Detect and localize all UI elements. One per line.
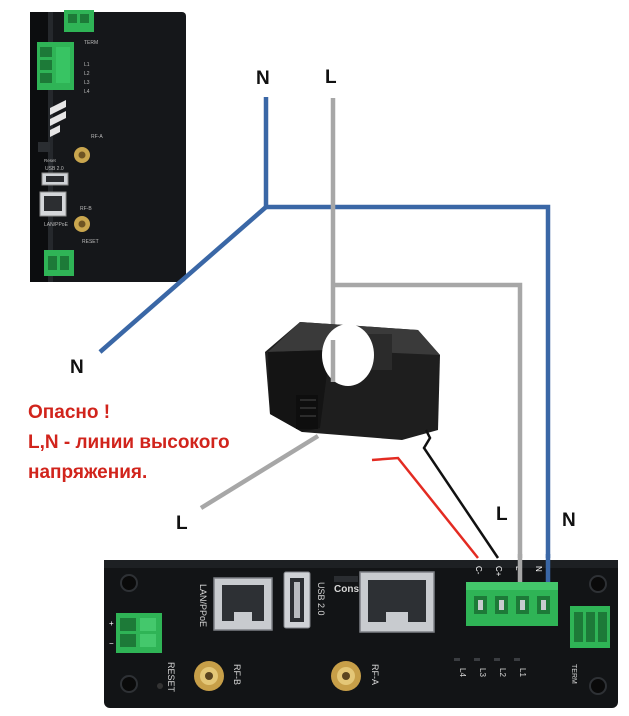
small-term-label: TERM	[84, 40, 98, 46]
wire-label-l-top: L	[325, 67, 337, 88]
screw-icon	[589, 677, 607, 695]
led-l1-label: L1	[518, 668, 527, 677]
small-usb-label: USB 2.0	[45, 166, 64, 172]
small-l2-label: L2	[84, 71, 90, 77]
term-label: TERM	[570, 664, 577, 684]
small-lan-label: LAN/PPoE	[44, 222, 69, 228]
terminal-n-label: N	[534, 566, 543, 572]
led-l4-indicator	[454, 658, 460, 661]
wire-label-l-right: L	[496, 504, 508, 525]
console-label: Conso	[334, 584, 365, 595]
high-voltage-warning: Опасно ! L,N - линии высокого напряжения…	[28, 398, 230, 488]
led-l3-label: L3	[478, 668, 487, 677]
small-reset-btn-label: Reset	[44, 158, 57, 163]
rf-b-label: RF-B	[232, 664, 242, 685]
small-rf-b-label: RF-B	[80, 206, 92, 212]
neutral-wire	[98, 97, 551, 558]
warning-line-1: Опасно !	[28, 402, 111, 423]
power-minus-label: −	[109, 639, 114, 648]
led-l4-label: L4	[458, 668, 467, 677]
small-l1-label: L1	[84, 62, 90, 68]
warning-line-3: напряжения.	[28, 462, 148, 483]
led-l2-label: L2	[498, 668, 507, 677]
main-gateway-device: + − RESET LAN/PPoE USB 2.0 Conso RF-B RF…	[104, 560, 618, 708]
small-rf-a-label: RF-A	[91, 134, 103, 140]
small-reset-label: RESET	[82, 239, 99, 245]
terminal-c-minus-label: C-	[474, 566, 483, 575]
usb-label: USB 2.0	[316, 582, 326, 616]
terminal-c-plus-label: C+	[494, 566, 503, 577]
screw-icon	[120, 675, 138, 693]
wire-label-n-right: N	[562, 510, 576, 531]
wire-label-l-left: L	[176, 513, 188, 534]
current-transformer-clamp	[265, 322, 440, 440]
power-plus-label: +	[109, 619, 114, 628]
led-l2-indicator	[494, 658, 500, 661]
small-gateway-device: TERM L1 L2 L3 L4 RF-A Reset USB 2.0 LAN/…	[30, 10, 186, 282]
led-l3-indicator	[474, 658, 480, 661]
warning-line-2: L,N - линии высокого	[28, 432, 230, 453]
brand-logo-icon	[50, 100, 66, 137]
ct-negative-lead	[422, 429, 500, 559]
led-l1-indicator	[514, 658, 520, 661]
small-l4-label: L4	[84, 89, 90, 95]
reset-button[interactable]	[157, 683, 163, 689]
ct-positive-lead	[371, 456, 479, 559]
screw-icon	[120, 574, 138, 592]
lan-label: LAN/PPoE	[198, 584, 208, 627]
wire-label-n-top: N	[256, 68, 270, 89]
reset-label: RESET	[166, 662, 176, 693]
rf-a-label: RF-A	[370, 664, 380, 685]
small-l3-label: L3	[84, 80, 90, 86]
wire-label-n-left: N	[70, 357, 84, 378]
screw-icon	[589, 575, 607, 593]
